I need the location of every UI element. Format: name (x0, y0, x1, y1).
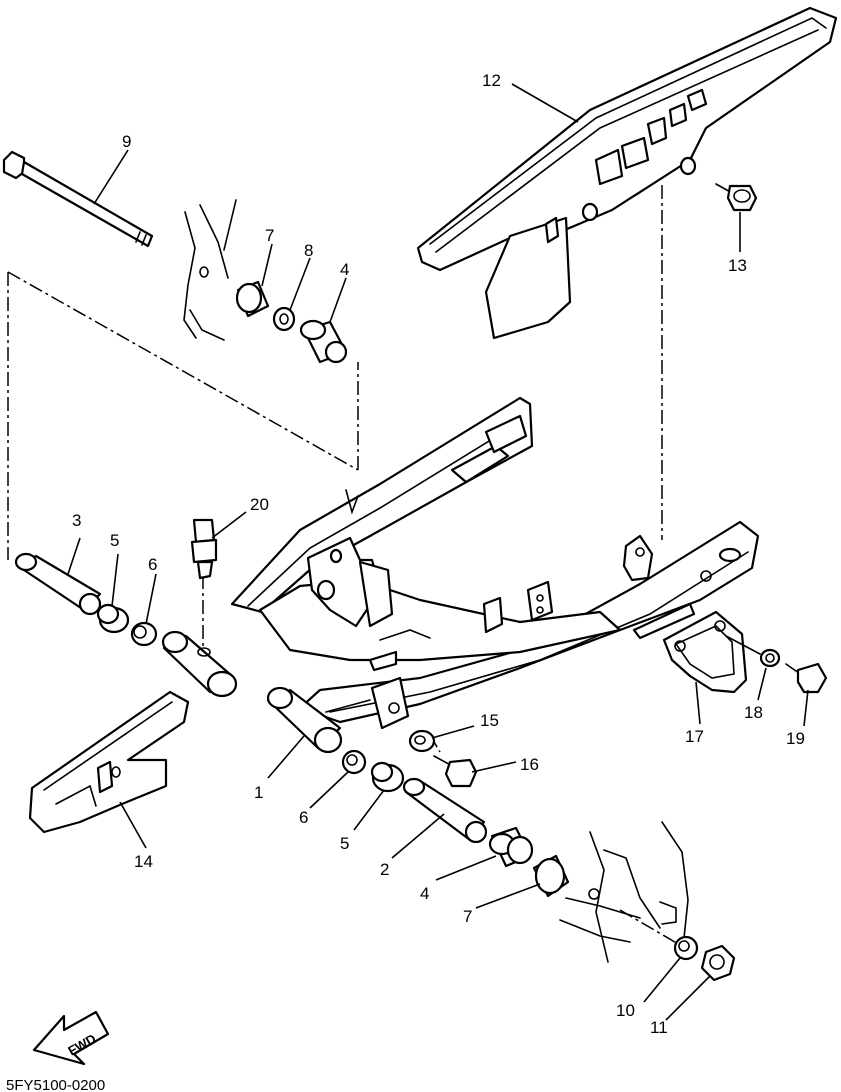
grease-nipple-20 (190, 518, 218, 580)
callout-10: 10 (616, 1001, 635, 1020)
washer-8 (272, 306, 296, 332)
callout-11: 11 (650, 1018, 668, 1037)
callout-6-right: 6 (299, 808, 308, 827)
chain-case (416, 6, 838, 340)
frame-bracket-lower (559, 821, 689, 963)
callout-17: 17 (685, 727, 704, 746)
collar-7-upper (235, 280, 270, 318)
callout-15: 15 (480, 711, 499, 730)
pivot-shaft (2, 150, 154, 248)
diagram-code: 5FY5100-0200 (6, 1077, 105, 1092)
callout-5-right: 5 (340, 834, 349, 853)
collar-3 (14, 552, 102, 616)
callout-4-upper: 4 (340, 260, 349, 279)
callout-1: 1 (254, 783, 263, 802)
callout-16: 16 (520, 755, 539, 774)
bushing-4-lower (488, 826, 534, 868)
callout-labels: 9 7 8 4 12 13 3 5 6 20 15 16 1 6 5 2 4 7… (72, 71, 805, 1037)
collar-7-lower (532, 854, 570, 898)
callout-6-left: 6 (148, 555, 157, 574)
bushing-4-upper (299, 319, 348, 364)
callout-8: 8 (304, 241, 313, 260)
nut-11 (700, 944, 736, 982)
callout-7-upper: 7 (265, 226, 274, 245)
callout-19: 19 (786, 729, 805, 748)
swingarm (161, 396, 760, 754)
forward-arrow-icon: FWD (32, 1010, 110, 1066)
washer-15 (408, 729, 436, 753)
screw-19 (785, 662, 828, 694)
screw-18 (725, 635, 781, 668)
callout-20: 20 (250, 495, 269, 514)
chain-guide (632, 602, 748, 694)
callout-18: 18 (744, 703, 763, 722)
callout-9: 9 (122, 132, 131, 151)
bearing-5-right (370, 761, 405, 793)
washer-10 (673, 935, 699, 961)
leader-lines (67, 83, 809, 1021)
bearing-5-left (96, 603, 130, 634)
oil-seal-6-right (341, 749, 367, 775)
bolt-16 (433, 755, 478, 788)
oil-seal-6-left (130, 621, 158, 647)
callout-12: 12 (482, 71, 501, 90)
callout-13: 13 (728, 256, 747, 275)
screw-13 (715, 183, 758, 212)
callout-2: 2 (380, 860, 389, 879)
callout-3: 3 (72, 511, 81, 530)
collar-2 (402, 777, 488, 844)
callout-14: 14 (134, 852, 153, 871)
frame-bracket-upper (183, 199, 237, 341)
callout-4-lower: 4 (420, 884, 429, 903)
callout-5-left: 5 (110, 531, 119, 550)
callout-7-lower: 7 (463, 907, 472, 926)
chain-support (28, 690, 190, 834)
